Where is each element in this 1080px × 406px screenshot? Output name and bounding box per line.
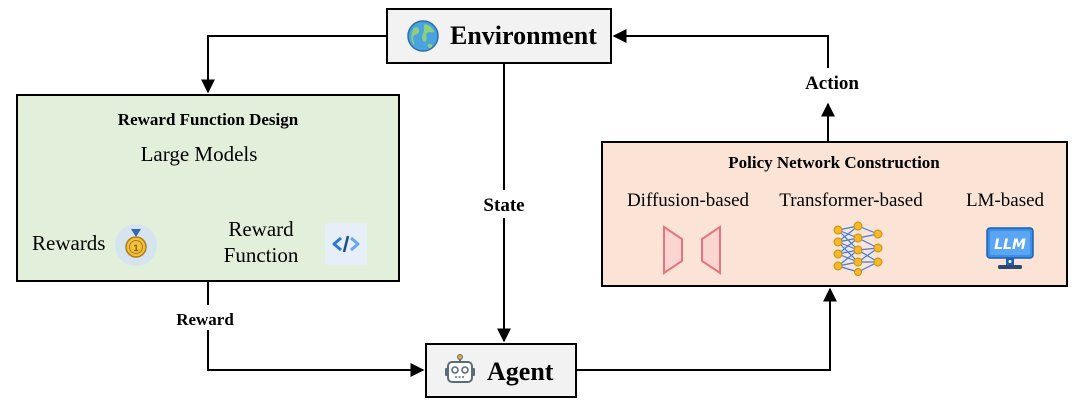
llm-icon-text: LLM (994, 237, 1026, 253)
env-to-reward-arrow (201, 35, 386, 94)
medal-icon: 1 (115, 224, 157, 266)
policy-network-title: Policy Network Construction (728, 153, 940, 172)
lm-based-label: LM-based (965, 190, 1045, 211)
code-icon (325, 223, 367, 265)
neural-network-icon (833, 221, 883, 276)
agent-to-policy-arrow (577, 287, 837, 371)
transformer-based-label: Transformer-based (779, 190, 923, 211)
agent-label: Agent (487, 357, 554, 386)
environment-label: Environment (450, 21, 597, 50)
reward-label: Reward (176, 310, 234, 329)
state-label: State (483, 195, 525, 216)
large-models-label: Large Models (140, 142, 258, 166)
agent-node: Agent (425, 343, 577, 398)
reward-design-title: Reward Function Design (117, 110, 299, 129)
llm-monitor-icon: LLM (986, 227, 1034, 269)
globe-icon (407, 20, 439, 52)
reward-function-line2: Function (223, 243, 299, 267)
rewards-label: Rewards (32, 231, 106, 255)
environment-node: Environment (386, 8, 612, 64)
svg-text:1: 1 (133, 243, 138, 253)
diffusion-based-label: Diffusion-based (626, 190, 750, 211)
reward-function-line1: Reward (228, 217, 294, 241)
unet-icon (663, 225, 721, 275)
reward-function-label: Reward Function (224, 216, 299, 268)
reward-to-agent-arrow (207, 330, 425, 377)
action-label: Action (805, 73, 859, 94)
robot-icon (445, 354, 475, 383)
action-to-env-arrow (612, 29, 829, 68)
